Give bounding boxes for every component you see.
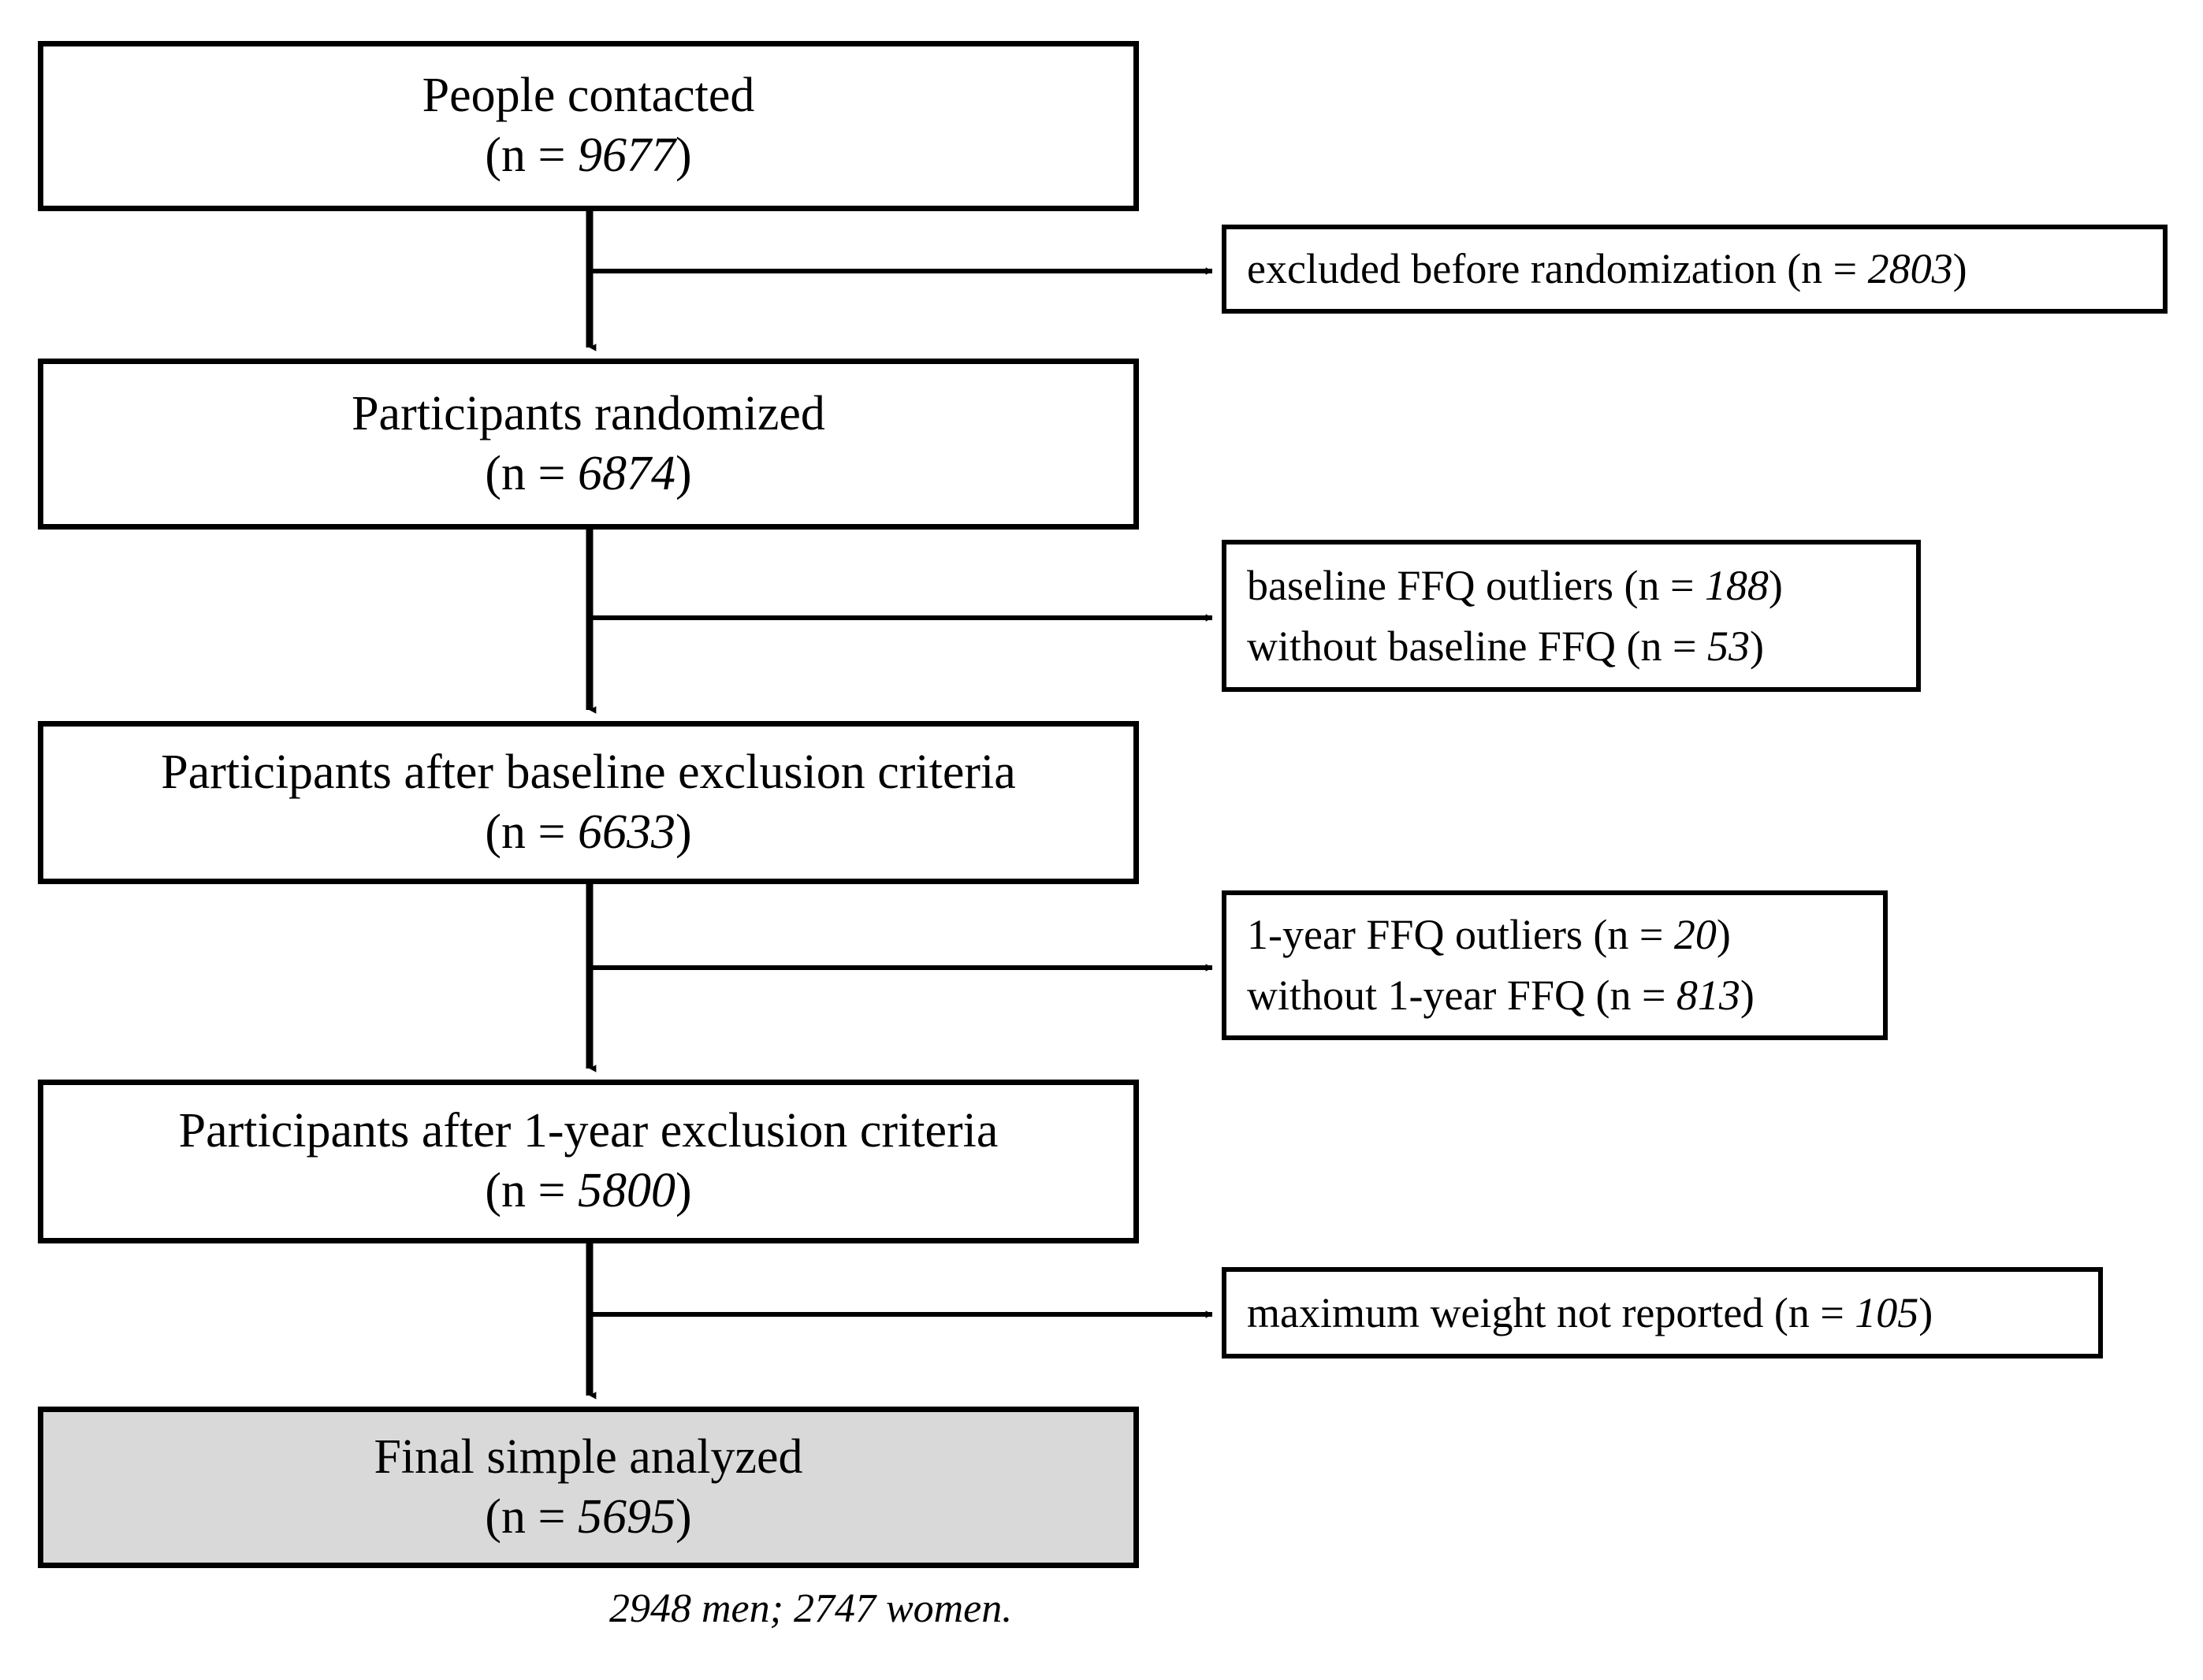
node-count: (n = 9677) xyxy=(485,128,692,182)
node-count: (n = 5800) xyxy=(485,1164,692,1217)
node-oneyear-ffq-exclusions[interactable]: 1-year FFQ outliers (n = 20) without 1-y… xyxy=(1222,890,1888,1040)
node-label: Participants randomized xyxy=(352,386,825,440)
side-node-line: excluded before randomization (n = 2803) xyxy=(1247,245,1967,293)
node-final-sample-analyzed[interactable]: Final simple analyzed (n = 5695) xyxy=(38,1407,1139,1568)
side-node-line: baseline FFQ outliers (n = 188) xyxy=(1247,561,1783,609)
node-people-contacted[interactable]: People contacted (n = 9677) xyxy=(38,41,1139,211)
node-count: (n = 5695) xyxy=(485,1489,692,1544)
side-node-line: 1-year FFQ outliers (n = 20) xyxy=(1247,911,1731,959)
node-label: Participants after 1-year exclusion crit… xyxy=(178,1104,999,1158)
side-node-line: without baseline FFQ (n = 53) xyxy=(1247,622,1764,670)
node-label: People contacted xyxy=(422,69,755,123)
node-excluded-before-randomization[interactable]: excluded before randomization (n = 2803) xyxy=(1222,225,2168,314)
figure-caption: 2948 men; 2747 women. xyxy=(609,1586,1013,1631)
node-after-baseline-exclusion[interactable]: Participants after baseline exclusion cr… xyxy=(38,721,1139,884)
side-node-line: maximum weight not reported (n = 105) xyxy=(1247,1288,1933,1336)
node-max-weight-not-reported[interactable]: maximum weight not reported (n = 105) xyxy=(1222,1267,2103,1358)
node-count: (n = 6874) xyxy=(485,446,692,500)
node-after-1year-exclusion[interactable]: Participants after 1-year exclusion crit… xyxy=(38,1080,1139,1243)
node-count: (n = 6633) xyxy=(485,805,692,859)
node-label: Final simple analyzed xyxy=(374,1429,803,1484)
side-node-line: without 1-year FFQ (n = 813) xyxy=(1247,972,1755,1019)
node-participants-randomized[interactable]: Participants randomized (n = 6874) xyxy=(38,359,1139,530)
node-baseline-ffq-exclusions[interactable]: baseline FFQ outliers (n = 188) without … xyxy=(1222,540,1921,692)
node-label: Participants after baseline exclusion cr… xyxy=(161,745,1016,799)
